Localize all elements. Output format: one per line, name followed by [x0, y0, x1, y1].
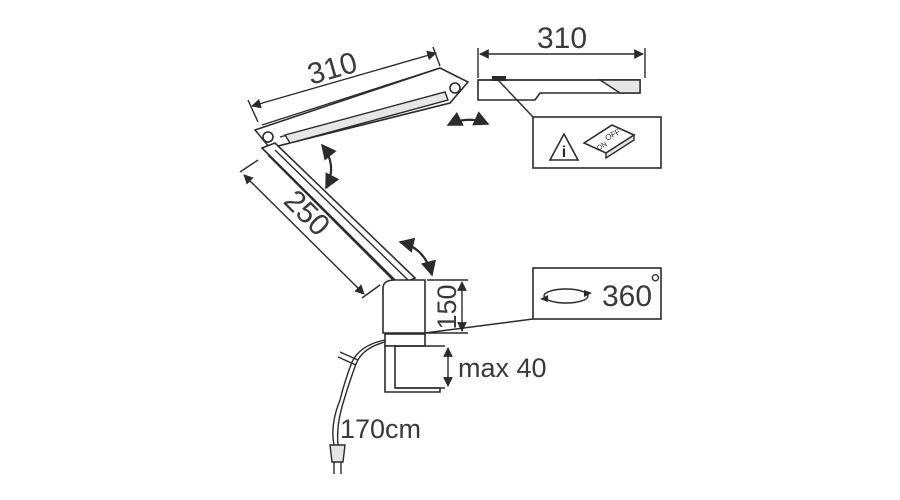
plug-icon	[329, 444, 346, 474]
desk-clamp	[384, 345, 445, 393]
upper-arm	[253, 67, 470, 149]
base-height-label: 150	[432, 284, 462, 329]
svg-text:i: i	[562, 144, 566, 161]
lamp-base	[382, 279, 426, 347]
switch-info-box: i OFF ON	[497, 79, 662, 169]
degree-symbol: °	[650, 269, 661, 299]
clamp-opening-label: max 40	[458, 353, 547, 383]
rotate-arrows-icon	[321, 111, 490, 277]
head-length-dimension: 310	[477, 22, 646, 78]
upper-arm-length-label: 310	[304, 46, 361, 92]
rotation-info-box: 360 °	[424, 267, 662, 334]
cable-length-label: 170cm	[340, 414, 421, 444]
head-length-label: 310	[537, 22, 587, 55]
rotate-arrows-icon	[540, 288, 592, 304]
base-height-dimension: 150	[427, 279, 468, 334]
power-cable	[332, 339, 386, 446]
rotation-label: 360	[602, 280, 652, 313]
info-icon: i	[548, 132, 580, 161]
svg-text:ON: ON	[596, 141, 609, 152]
lamp-head	[477, 76, 641, 101]
switch-icon: OFF ON	[582, 124, 636, 160]
clamp-opening-dimension: max 40	[443, 347, 547, 387]
